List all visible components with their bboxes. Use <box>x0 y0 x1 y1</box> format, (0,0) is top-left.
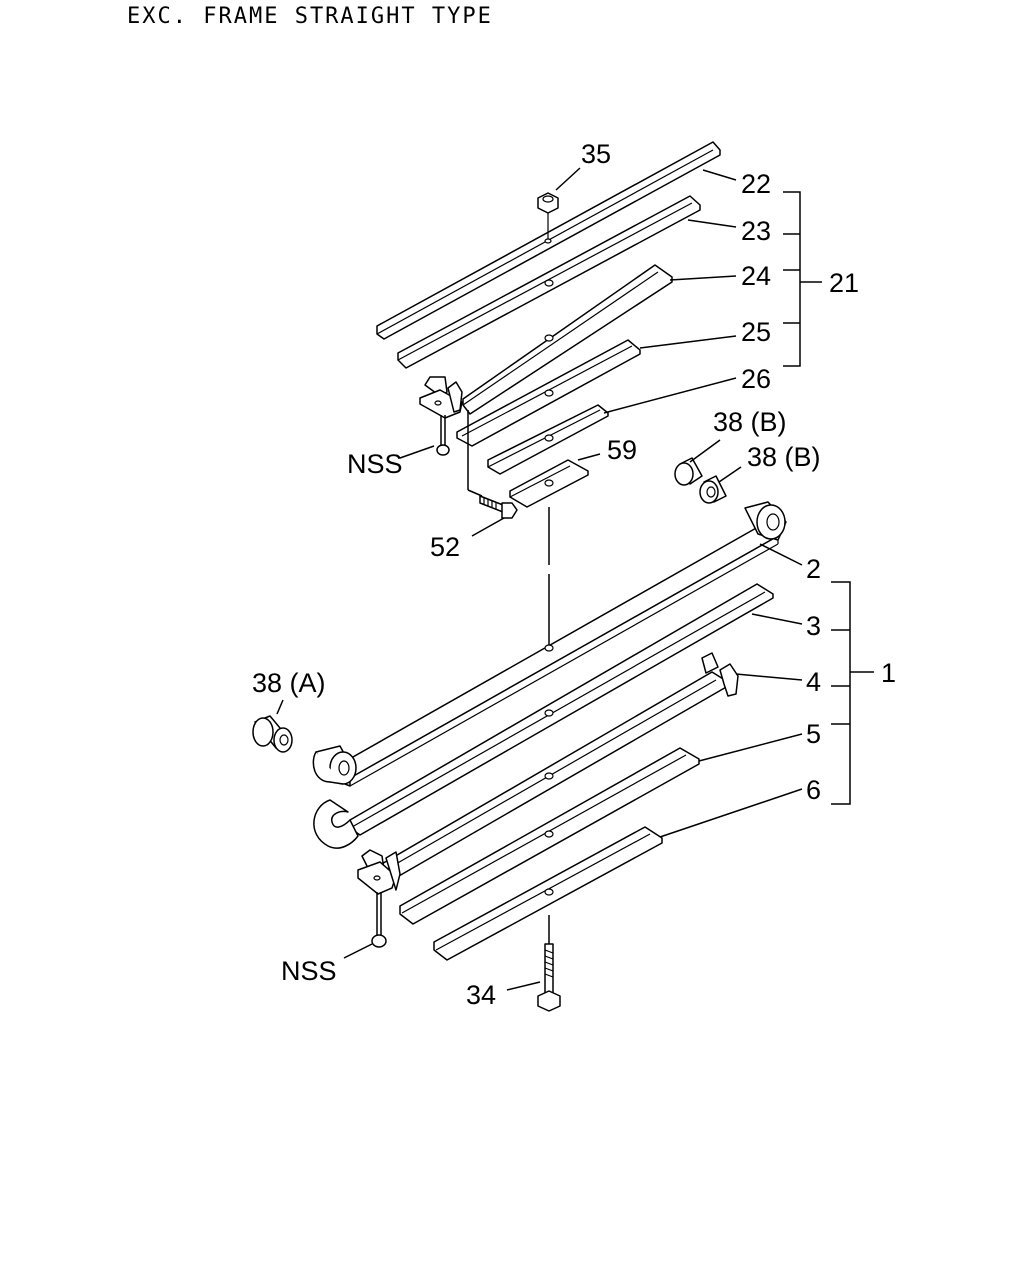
screw-nss-top <box>436 415 450 456</box>
bushing-38b-2 <box>699 475 727 504</box>
bolt-34 <box>537 915 561 1012</box>
leaf-6 <box>433 826 663 961</box>
label-52: 52 <box>430 532 460 562</box>
leaf-3 <box>313 583 774 849</box>
nut-35 <box>537 192 559 244</box>
label-21: 21 <box>829 268 859 298</box>
leader-lines <box>276 167 874 991</box>
label-2: 2 <box>806 554 821 584</box>
leaf-2 <box>312 501 787 787</box>
label-4: 4 <box>806 667 821 697</box>
label-38b-2: 38 (B) <box>747 442 821 472</box>
label-38a: 38 (A) <box>252 668 326 698</box>
bolt-52 <box>479 495 518 519</box>
label-6: 6 <box>806 775 821 805</box>
diagram-title: EXC. FRAME STRAIGHT TYPE <box>127 4 493 29</box>
label-nss-bottom: NSS <box>281 956 337 986</box>
label-24: 24 <box>741 261 771 291</box>
label-23: 23 <box>741 216 771 246</box>
label-25: 25 <box>741 317 771 347</box>
leaf-4 <box>357 652 739 895</box>
label-26: 26 <box>741 364 771 394</box>
label-5: 5 <box>806 719 821 749</box>
label-38b-1: 38 (B) <box>713 407 787 437</box>
label-22: 22 <box>741 169 771 199</box>
label-nss-top: NSS <box>347 449 403 479</box>
label-35: 35 <box>581 139 611 169</box>
label-1: 1 <box>881 658 896 688</box>
screw-nss-bottom <box>371 892 387 948</box>
label-59: 59 <box>607 435 637 465</box>
leaf-5 <box>399 747 700 925</box>
label-34: 34 <box>466 980 496 1010</box>
clip-upper <box>419 376 483 497</box>
bushing-38a <box>252 715 293 753</box>
bushing-38b-1 <box>674 457 703 486</box>
label-3: 3 <box>806 611 821 641</box>
